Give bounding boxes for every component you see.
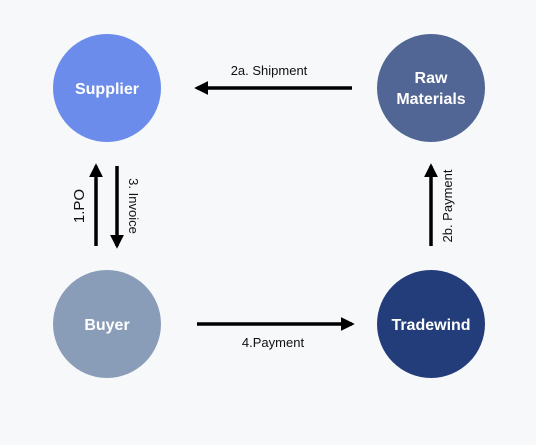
edge-payment-2b-label: 2b. Payment — [440, 169, 455, 242]
node-supplier: Supplier — [53, 34, 161, 142]
node-buyer-circle — [53, 270, 161, 378]
edge-invoice-label: 3. Invoice — [126, 178, 141, 234]
edge-payment-4-label: 4.Payment — [242, 335, 305, 350]
node-buyer-label: Buyer — [84, 317, 129, 334]
node-raw-materials-label-line2: Materials — [396, 91, 465, 108]
node-tradewind-label: Tradewind — [391, 317, 470, 334]
node-raw-materials-circle — [377, 34, 485, 142]
edge-po: 1.PO — [71, 163, 103, 246]
edge-shipment: 2a. Shipment — [194, 63, 352, 95]
edge-payment-2b: 2b. Payment — [424, 163, 455, 246]
node-raw-materials-label-line1: Raw — [415, 70, 448, 87]
node-supplier-circle — [53, 34, 161, 142]
edge-po-label: 1.PO — [71, 189, 88, 223]
edge-payment-4: 4.Payment — [197, 317, 355, 350]
node-tradewind: Tradewind — [377, 270, 485, 378]
edge-shipment-label: 2a. Shipment — [231, 63, 308, 78]
node-buyer: Buyer — [53, 270, 161, 378]
node-tradewind-circle — [377, 270, 485, 378]
node-raw-materials: Raw Materials — [377, 34, 485, 142]
edge-invoice: 3. Invoice — [110, 166, 141, 249]
node-supplier-label: Supplier — [75, 81, 139, 98]
